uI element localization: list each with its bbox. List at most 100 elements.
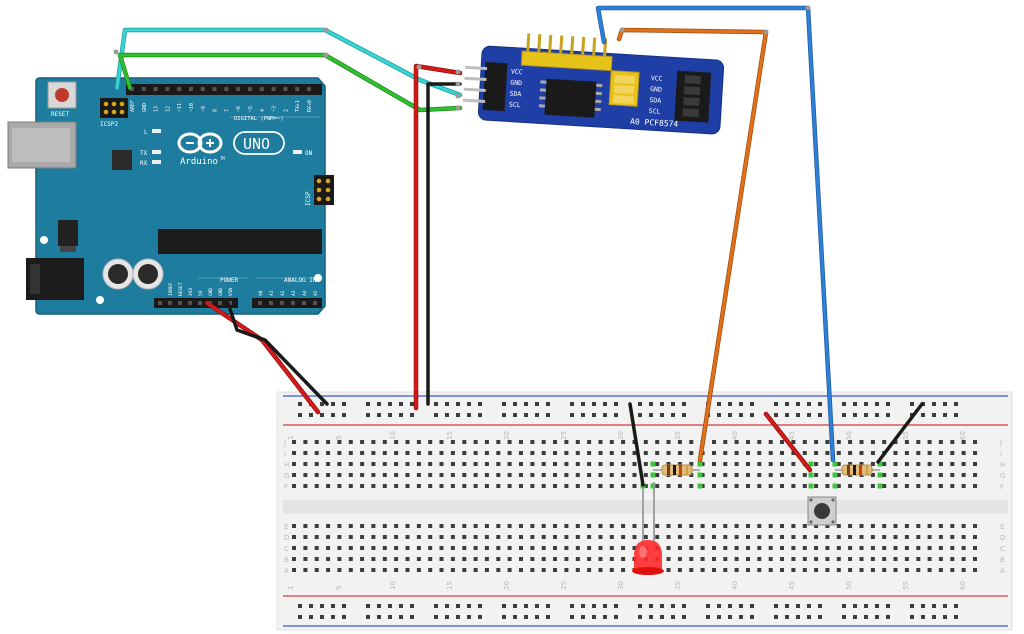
breadboard-hole (791, 546, 796, 550)
arduino-infinity-logo (177, 132, 223, 154)
breadboard-hole (564, 451, 569, 455)
breadboard-hole (337, 451, 342, 455)
row-letter-d: D (284, 534, 289, 542)
rail-hole (728, 402, 732, 406)
breadboard-hole (677, 568, 682, 572)
rail-hole (842, 615, 846, 619)
breadboard-hole (348, 535, 353, 539)
breadboard-hole (927, 462, 932, 466)
breadboard-hole (553, 546, 557, 550)
breadboard-hole (768, 451, 773, 455)
breadboard-hole (609, 557, 614, 561)
header-pin (291, 301, 295, 305)
rail-hole (546, 604, 550, 608)
breadboard-hole (780, 440, 784, 444)
breadboard-hole (416, 462, 421, 466)
breadboard-hole (961, 484, 966, 488)
rail-hole (546, 413, 550, 417)
rail-hole (546, 402, 550, 406)
top-pin-label: 8 (213, 109, 219, 112)
breadboard-hole (439, 440, 444, 444)
col-num-20: 20 (503, 431, 511, 440)
wire-orange-led-core (617, 28, 768, 462)
row-letter-a: A (284, 567, 289, 575)
rail-hole (750, 615, 754, 619)
breadboard-hole (666, 546, 671, 550)
breadboard-hole (632, 484, 637, 488)
breadboard-hole (292, 484, 296, 488)
bottom-header-pins (158, 301, 317, 305)
breadboard-hole (734, 484, 739, 488)
rail-hole (570, 615, 574, 619)
bottom-terminal-holes (292, 524, 977, 572)
breadboard-hole (405, 451, 410, 455)
icsp2-header (100, 98, 128, 118)
breadboard-hole (587, 557, 592, 561)
breadboard-hole (700, 546, 705, 550)
rail-hole (853, 615, 857, 619)
breadboard-hole (973, 524, 977, 528)
breadboard-hole (450, 524, 455, 528)
rail-hole (399, 402, 403, 406)
breadboard-hole (292, 440, 296, 444)
breadboard-hole (621, 557, 626, 561)
breadboard-hole (870, 462, 875, 466)
breadboard-hole (587, 568, 592, 572)
rail-hole (366, 615, 370, 619)
col-num-bottom-1: 1 (287, 586, 295, 590)
breadboard-hole (814, 546, 819, 550)
breadboard-hole (428, 473, 433, 477)
rail-hole (717, 402, 721, 406)
breadboard-hole (791, 568, 796, 572)
power-label: POWER (220, 277, 238, 284)
rail-hole (739, 413, 743, 417)
breadboard-hole (689, 557, 694, 561)
breadboard-hole (587, 484, 592, 488)
breadboard-hole (689, 524, 694, 528)
breadboard-hole (859, 535, 864, 539)
breadboard-hole (473, 440, 478, 444)
breadboard-hole (734, 524, 739, 528)
pcf-top-header (520, 33, 613, 72)
wire-black-gnd (226, 301, 329, 406)
rail-hole (706, 604, 710, 608)
connected-hole (832, 461, 838, 467)
rail-hole (774, 615, 778, 619)
breadboard-hole (609, 451, 614, 455)
breadboard-hole (303, 484, 308, 488)
col-num-10: 10 (389, 431, 397, 440)
voltage-regulator-tab (60, 246, 76, 252)
breadboard-hole (326, 524, 331, 528)
breadboard-hole (314, 484, 319, 488)
breadboard-hole (314, 473, 319, 477)
breadboard-hole (757, 484, 762, 488)
col-num-bottom-45: 45 (788, 581, 796, 590)
rail-hole (570, 413, 574, 417)
header-pin (168, 301, 172, 305)
breadboard-hole (927, 524, 932, 528)
rail-hole (456, 615, 460, 619)
breadboard-hole (428, 524, 433, 528)
breadboard-hole (655, 484, 660, 488)
breadboard-hole (791, 451, 796, 455)
breadboard-hole (337, 484, 342, 488)
breadboard-hole (712, 440, 716, 444)
rail-hole (309, 604, 313, 608)
breadboard-hole (609, 568, 614, 572)
breadboard-hole (519, 440, 523, 444)
breadboard-hole (303, 557, 308, 561)
rail-hole (638, 615, 642, 619)
breadboard-hole (564, 546, 569, 550)
breadboard-hole (519, 557, 523, 561)
breadboard-hole (768, 462, 773, 466)
breadboard-hole (382, 440, 387, 444)
wire-red-vcc-module (413, 63, 463, 411)
breadboard-hole (802, 557, 807, 561)
breadboard-hole (712, 546, 716, 550)
breadboard-hole (973, 473, 977, 477)
rail-hole (807, 402, 811, 406)
breadboard-hole (326, 440, 331, 444)
breadboard-hole (836, 535, 841, 539)
breadboard-hole (371, 557, 376, 561)
